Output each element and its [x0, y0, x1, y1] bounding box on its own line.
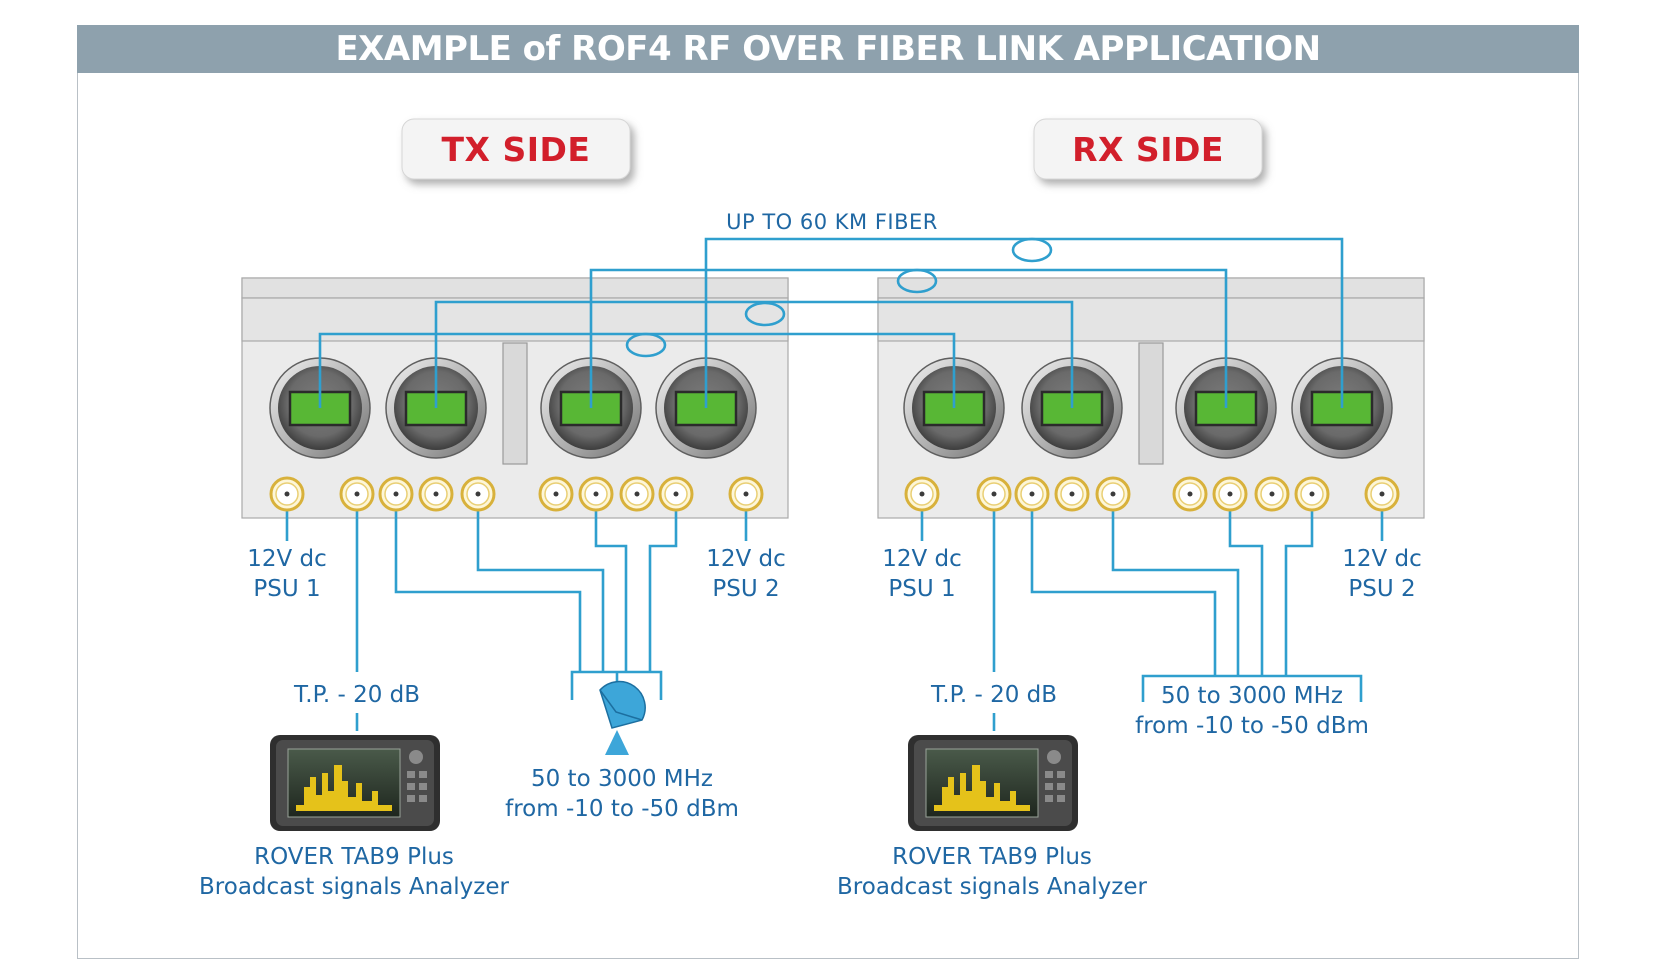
coax-connector-15: [1095, 476, 1131, 512]
fiber-length-label: UP TO 60 KM FIBER: [726, 210, 938, 234]
coax-connector-19: [1294, 476, 1330, 512]
rx-psu2-label-line2: PSU 2: [1348, 576, 1415, 602]
fiber-loop-1: [625, 332, 667, 358]
page-title: EXAMPLE of ROF4 RF OVER FIBER LINK APPLI…: [335, 29, 1321, 69]
coax-connector-4: [418, 476, 454, 512]
spectrum-analyzer-icon: [270, 735, 440, 831]
rx-psu1-label-line2: PSU 1: [888, 576, 955, 602]
tx-side-badge: TX SIDE: [401, 118, 631, 180]
coax-connector-6: [538, 476, 574, 512]
rx-psu1-label-line1: 12V dc: [882, 546, 962, 572]
coax-connector-17: [1212, 476, 1248, 512]
coax-connector-10: [728, 476, 764, 512]
rx-side-label: RX SIDE: [1072, 130, 1224, 169]
rx-analyzer-desc: Broadcast signals Analyzer: [837, 874, 1148, 900]
coax-connector-7: [578, 476, 614, 512]
fiber-modules: [269, 357, 1393, 459]
coax-connector-20: [1364, 476, 1400, 512]
coax-connector-11: [904, 476, 940, 512]
tx-input-range: 50 to 3000 MHz: [531, 766, 713, 792]
title-banner: EXAMPLE of ROF4 RF OVER FIBER LINK APPLI…: [77, 25, 1579, 73]
rx-output-range: 50 to 3000 MHz: [1161, 683, 1343, 709]
coax-connector-14: [1054, 476, 1090, 512]
rx-side-badge: RX SIDE: [1033, 118, 1263, 180]
tx-coax-wiring: [285, 494, 748, 731]
tx-analyzer-desc: Broadcast signals Analyzer: [199, 874, 510, 900]
fiber-cables: [318, 237, 1344, 408]
spectrum-analyzer-icon: [908, 735, 1078, 831]
tx-psu1-label-line2: PSU 1: [253, 576, 320, 602]
fiber-loop-3: [896, 268, 938, 294]
tx-input-level: from -10 to -50 dBm: [505, 796, 739, 822]
fiber-loop-2: [744, 301, 786, 327]
rx-output-level: from -10 to -50 dBm: [1135, 713, 1369, 739]
coax-connector-3: [378, 476, 414, 512]
coax-connector-1: [269, 476, 305, 512]
tx-psu2-label-line2: PSU 2: [712, 576, 779, 602]
tx-psu2-label-line1: 12V dc: [706, 546, 786, 572]
coax-connector-13: [1014, 476, 1050, 512]
rx-analyzer-name: ROVER TAB9 Plus: [892, 844, 1092, 870]
coax-connector-16: [1172, 476, 1208, 512]
tx-analyzer-name: ROVER TAB9 Plus: [254, 844, 454, 870]
coax-connector-9: [658, 476, 694, 512]
coax-connector-8: [619, 476, 655, 512]
coax-connectors: [269, 476, 1400, 512]
coax-connector-12: [976, 476, 1012, 512]
coax-connector-5: [460, 476, 496, 512]
tx-test-point-label: T.P. - 20 dB: [293, 682, 420, 708]
rx-test-point-label: T.P. - 20 dB: [930, 682, 1057, 708]
tx-psu1-label-line1: 12V dc: [247, 546, 327, 572]
coax-connector-18: [1254, 476, 1290, 512]
satellite-dish-icon: [599, 680, 646, 755]
fiber-cable-2: [434, 300, 1074, 408]
rx-psu2-label-line1: 12V dc: [1342, 546, 1422, 572]
tx-side-label: TX SIDE: [442, 130, 591, 169]
fiber-loop-4: [1011, 237, 1053, 263]
coax-connector-2: [339, 476, 375, 512]
